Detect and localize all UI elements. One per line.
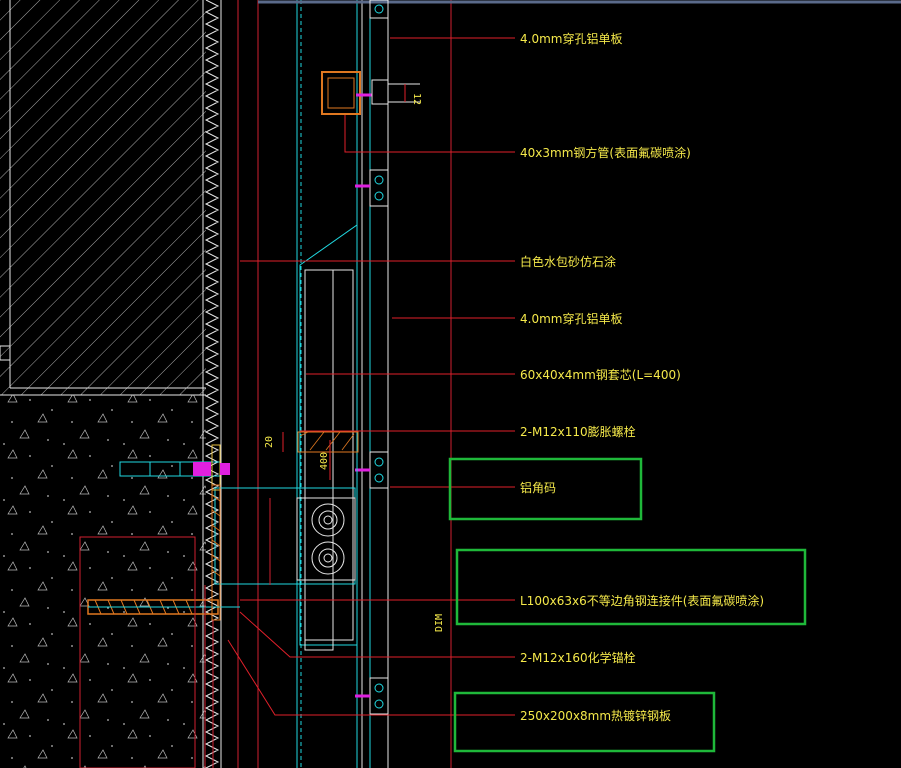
- label-perf-panel-top: 4.0mm穿孔铝单板: [520, 31, 622, 46]
- label-perf-panel-mid: 4.0mm穿孔铝单板: [520, 311, 622, 326]
- highlight-boxes: [448, 457, 807, 753]
- steel-sleeve-core: [297, 224, 359, 651]
- joint-3: [355, 451, 389, 489]
- masonry-wall: [0, 0, 206, 395]
- highlight-embed-plate: [453, 691, 716, 753]
- label-chemical-anchor: 2-M12x160化学锚栓: [520, 650, 636, 665]
- label-square-tube: 40x3mm钢方管(表面氟碳喷涂): [520, 145, 691, 160]
- concrete-slab: [0, 394, 206, 768]
- joint-2: [355, 169, 389, 207]
- red-guides: [79, 536, 214, 768]
- dim-tag: DIM: [434, 614, 445, 632]
- dim-400: 400: [319, 452, 330, 470]
- label-steel-sleeve: 60x40x4mm钢套芯(L=400): [520, 368, 681, 382]
- insulation-strip: [202, 0, 222, 768]
- dim-12: 12: [411, 93, 422, 105]
- label-expansion-bolt: 2-M12x110膨胀螺栓: [520, 424, 636, 439]
- square-steel-tube: [321, 71, 420, 115]
- dim-20: 20: [264, 436, 275, 448]
- label-stone-coating: 白色水包砂仿石涂: [520, 254, 616, 269]
- joint-4: [355, 677, 389, 715]
- labels: 4.0mm穿孔铝单板 40x3mm钢方管(表面氟碳喷涂) 白色水包砂仿石涂 4.…: [520, 31, 764, 723]
- label-angle-connector: L100x63x6不等边角钢连接件(表面氟碳喷涂): [520, 593, 764, 608]
- label-corner-code: 铝角码: [520, 480, 556, 495]
- highlight-angle-connector: [455, 548, 807, 626]
- panel-joints: [355, 0, 389, 715]
- label-embed-plate: 250x200x8mm热镀锌钢板: [520, 709, 671, 723]
- leaders: [227, 37, 515, 716]
- dimensions: 12 20 400 DIM: [264, 84, 445, 632]
- joint-1: [369, 0, 389, 19]
- angle-connector: [214, 487, 356, 585]
- highlight-corner-code: [448, 457, 643, 521]
- chemical-anchor: [87, 484, 240, 621]
- expansion-bolt: [119, 444, 230, 491]
